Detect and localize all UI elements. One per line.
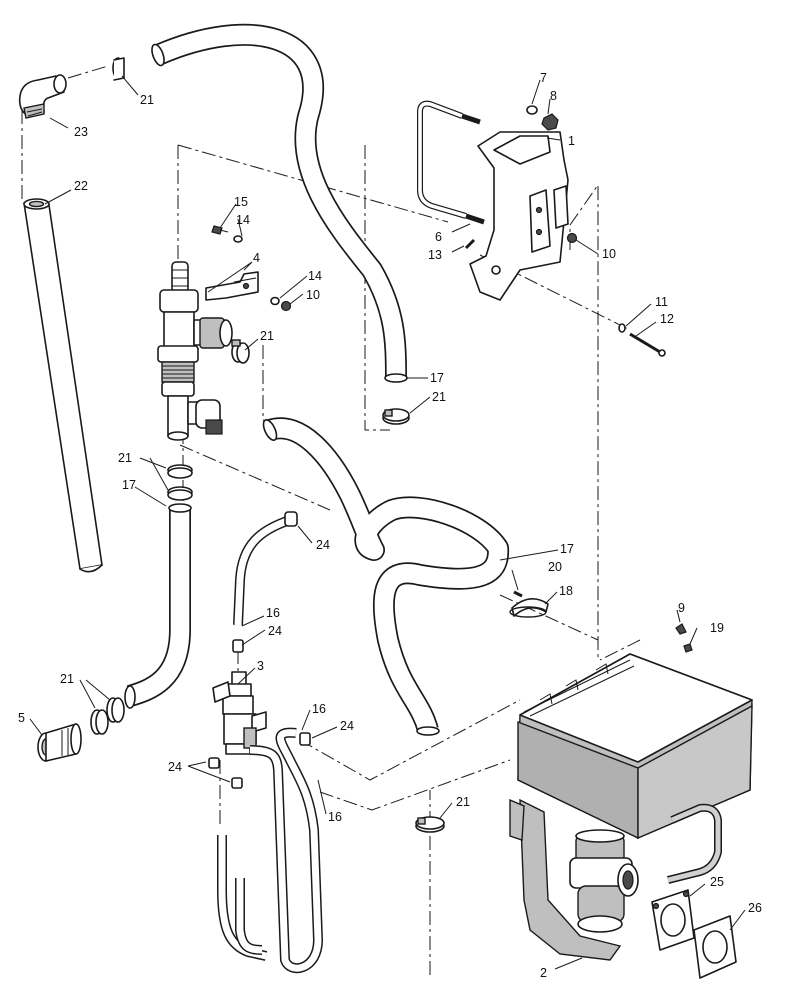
strap-18: [509, 598, 549, 618]
washer-14-middle: [270, 296, 280, 306]
clamp-21-lower-left: [90, 697, 125, 735]
bracket-4: [205, 271, 259, 301]
screw-13: [464, 238, 476, 250]
connector-24-right: [299, 732, 311, 746]
callout-7: 7: [540, 71, 547, 85]
washer-11: [618, 323, 626, 333]
callout-2: 2: [540, 966, 547, 980]
callout-21-lower-left: 21: [60, 672, 74, 686]
callout-22: 22: [74, 179, 88, 193]
fitting-5: [37, 723, 82, 762]
tank-assembly-2: [509, 653, 753, 961]
callout-26: 26: [748, 901, 762, 915]
clamp-21-upper-right: [382, 408, 410, 425]
callout-6: 6: [435, 230, 442, 244]
connector-24-mid: [232, 639, 244, 653]
callout-17-right: 17: [560, 542, 574, 556]
washer-7: [526, 105, 538, 115]
hose-22: [23, 198, 103, 573]
callout-8: 8: [550, 89, 557, 103]
callout-24-upper: 24: [316, 538, 330, 552]
elbow-fitting-23: [18, 74, 67, 119]
hose-17-middle: [262, 417, 510, 736]
callout-10-right: 10: [602, 247, 616, 261]
callout-13: 13: [428, 248, 442, 262]
clamp-21-tee: [231, 339, 250, 364]
callout-17-top: 17: [430, 371, 444, 385]
clamp-21-pair: [167, 464, 193, 501]
bracket-1: [469, 131, 569, 301]
thin-hose-16-upper: [233, 515, 292, 626]
callout-11: 11: [655, 295, 668, 309]
callout-16-lower: 16: [328, 810, 342, 824]
callout-16-middle: 16: [312, 702, 326, 716]
callout-12: 12: [660, 312, 674, 326]
callout-14-lower: 14: [308, 269, 322, 283]
nut-10-middle: [280, 300, 292, 312]
hose-17-left: [124, 503, 192, 709]
callout-5: 5: [18, 711, 25, 725]
connector-24-lower-a: [208, 757, 220, 769]
clamp-21-lower-center: [415, 816, 445, 833]
callout-4: 4: [253, 251, 260, 265]
callout-23: 23: [74, 125, 88, 139]
callout-10-left: 10: [306, 288, 320, 302]
callout-24-lower: 24: [168, 760, 182, 774]
callout-1: 1: [568, 134, 575, 148]
callout-21-tee: 21: [260, 329, 274, 343]
callout-21-upper-right: 21: [432, 390, 446, 404]
callout-14-upper: 14: [236, 213, 250, 227]
bolt-12: [629, 332, 666, 357]
callout-9: 9: [678, 601, 685, 615]
connector-24-upper: [284, 511, 298, 527]
callout-16-upper: 16: [266, 606, 280, 620]
clamp-21-top: [112, 57, 125, 81]
callout-21-top: 21: [140, 93, 154, 107]
callout-3: 3: [257, 659, 264, 673]
nut-8: [541, 113, 559, 131]
callout-20: 20: [548, 560, 562, 574]
callout-17-left: 17: [122, 478, 136, 492]
hose-17-top: [151, 23, 408, 383]
callout-21-pair: 21: [118, 451, 132, 465]
u-bolt-6: [417, 100, 485, 225]
screw-15: [211, 225, 229, 235]
leader-lines: [29, 75, 746, 970]
callout-19: 19: [710, 621, 724, 635]
callout-21-lower-center: 21: [456, 795, 470, 809]
callout-15: 15: [234, 195, 248, 209]
thin-hose-16-lower: [217, 727, 323, 974]
washer-14-upper: [233, 235, 243, 243]
screw-9: [675, 623, 687, 635]
screw-19: [683, 643, 693, 653]
tee-valve-assembly: [157, 261, 233, 441]
callout-18: 18: [559, 584, 573, 598]
callout-25: 25: [710, 875, 724, 889]
plate-26: [693, 915, 737, 979]
valve-3: [212, 671, 267, 755]
screw-20: [513, 590, 523, 598]
connector-24-lower-b: [231, 777, 243, 789]
gasket-25: [651, 889, 695, 951]
callout-24-mid: 24: [268, 624, 282, 638]
nut-10-right: [566, 232, 578, 244]
callout-24-right: 24: [340, 719, 354, 733]
callout-labels: 1 2 3 4 5 6 7 8 9 10 10 11 12 13 14 14 1…: [18, 71, 762, 980]
